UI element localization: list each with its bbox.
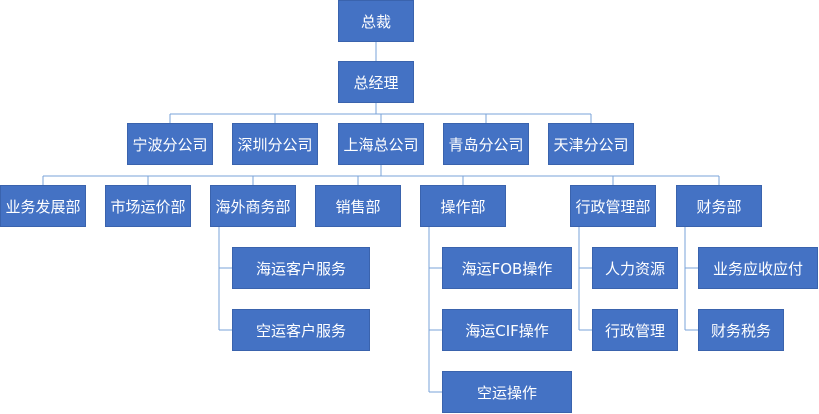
node-branch-ningbo: 宁波分公司 [127, 123, 213, 165]
node-general-manager: 总经理 [338, 61, 414, 103]
node-dept-finance: 财务部 [676, 185, 762, 227]
node-dept-business-development: 业务发展部 [0, 185, 86, 227]
node-president: 总裁 [338, 0, 414, 42]
node-sea-fob-operations: 海运FOB操作 [442, 247, 572, 289]
node-admin-management: 行政管理 [592, 309, 678, 351]
node-dept-sales: 销售部 [315, 185, 401, 227]
node-air-customer-service: 空运客户服务 [232, 309, 370, 351]
node-branch-tianjin: 天津分公司 [548, 123, 634, 165]
node-sea-cif-operations: 海运CIF操作 [442, 309, 572, 351]
node-dept-market-pricing: 市场运价部 [105, 185, 191, 227]
node-dept-overseas-business: 海外商务部 [210, 185, 296, 227]
node-branch-shenzhen: 深圳分公司 [232, 123, 318, 165]
node-air-operations: 空运操作 [442, 371, 572, 413]
node-sea-customer-service: 海运客户服务 [232, 247, 370, 289]
node-dept-operations: 操作部 [420, 185, 506, 227]
node-branch-shanghai-hq: 上海总公司 [338, 123, 424, 165]
node-finance-tax: 财务税务 [698, 309, 784, 351]
node-receivables-payables: 业务应收应付 [698, 247, 818, 289]
node-dept-administration: 行政管理部 [570, 185, 656, 227]
node-branch-qingdao: 青岛分公司 [443, 123, 529, 165]
node-human-resources: 人力资源 [592, 247, 678, 289]
